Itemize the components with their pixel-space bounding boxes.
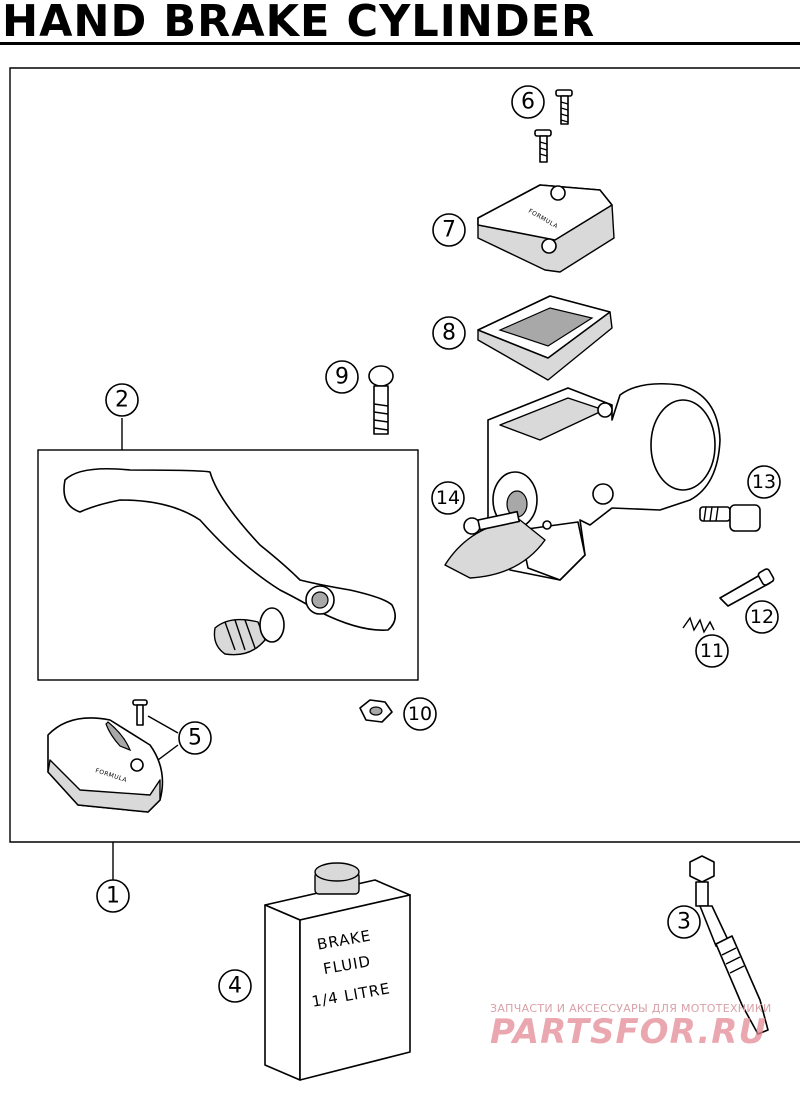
callout-4: 4 (218, 969, 252, 1003)
callout-5-label: 5 (188, 726, 202, 751)
part-3-bleed-tool (689, 855, 769, 1035)
part-4-fluid-can: BRAKE FLUID 1/4 LITRE (264, 862, 411, 1081)
part-6-screws (534, 89, 573, 163)
title-underline (0, 42, 800, 45)
callout-7: 7 (432, 213, 466, 247)
callout-6-label: 6 (521, 90, 535, 115)
lever-frame (37, 449, 419, 681)
callout-1-label: 1 (106, 884, 120, 909)
callout-12: 12 (745, 600, 779, 634)
callout-10-label: 10 (408, 703, 432, 725)
callout-3-label: 3 (677, 910, 691, 935)
callout-9: 9 (325, 360, 359, 394)
watermark-tagline: ЗАПЧАСТИ И АКСЕССУАРЫ ДЛЯ МОТОТЕХНИКИ (490, 1002, 772, 1015)
callout-8-label: 8 (442, 321, 456, 346)
callout-11-label: 11 (700, 640, 724, 662)
callout-13-label: 13 (752, 471, 776, 493)
callout-3: 3 (667, 905, 701, 939)
part-5-cover: FORMULA (47, 699, 164, 813)
callout-2-label: 2 (115, 388, 129, 413)
part-11-spring (682, 616, 715, 634)
callout-12-label: 12 (750, 606, 774, 628)
assembly-frame (9, 67, 800, 843)
callout-13: 13 (747, 465, 781, 499)
part-2-lever (63, 467, 396, 656)
part-8-gasket (477, 295, 613, 381)
callout-14-label: 14 (436, 487, 460, 509)
part-12-screw (719, 568, 775, 607)
callout-8: 8 (432, 316, 466, 350)
page-title: HAND BRAKE CYLINDER (2, 0, 596, 47)
callout-1: 1 (96, 879, 130, 913)
watermark-brand: PARTSFOR.RU (490, 1012, 768, 1052)
callout-4-label: 4 (228, 974, 242, 999)
part-13-adjuster (699, 504, 761, 532)
callout-11: 11 (695, 634, 729, 668)
callout-2: 2 (105, 383, 139, 417)
part-10-nut (359, 699, 393, 723)
callout-5: 5 (178, 721, 212, 755)
callout-9-label: 9 (335, 365, 349, 390)
master-cylinder-body (444, 382, 721, 581)
callout-14: 14 (431, 481, 465, 515)
callout-10: 10 (403, 697, 437, 731)
part-9-bolt (368, 365, 394, 435)
callout-7-label: 7 (442, 218, 456, 243)
part-7-reservoir-cover: FORMULA (477, 184, 615, 273)
callout-6: 6 (511, 85, 545, 119)
